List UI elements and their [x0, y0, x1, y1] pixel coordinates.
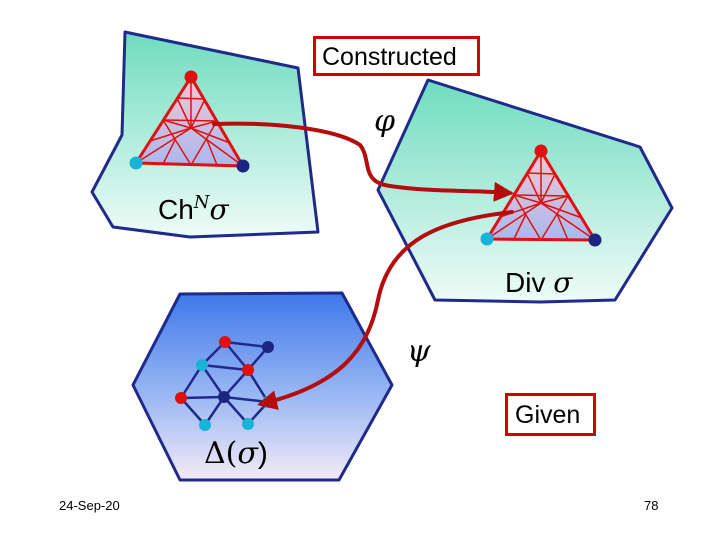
vertex-red [219, 336, 231, 348]
division-prefix: Div [505, 267, 554, 298]
vertex-cyan [196, 359, 208, 371]
chain-complex-label: ChNσ [158, 192, 229, 226]
footer-page-number: 78 [644, 498, 659, 513]
subdivided-simplex-left [129, 70, 250, 173]
psi-map-arrow [257, 210, 514, 410]
vertex-red [175, 392, 187, 404]
division-label: Div σ [505, 266, 572, 299]
chain-prefix: Ch [158, 194, 194, 225]
complex-label: Δ(σ) [204, 436, 268, 471]
psi-label: ψ [407, 334, 431, 369]
constructed-label: Constructed [313, 36, 480, 76]
complex-hexagon-region [131, 291, 394, 482]
delta-open: Δ( [204, 436, 238, 471]
delta-close: ) [257, 437, 268, 470]
phi-map-arrow [212, 121, 514, 202]
vertex-navy [218, 391, 230, 403]
vertex-cyan [129, 156, 143, 170]
chain-superscript: N [193, 192, 210, 213]
chain-sigma: σ [209, 193, 229, 226]
simplicial-complex-graph [175, 336, 274, 431]
footer-date: 24-Sep-20 [59, 498, 120, 513]
vertex-red [242, 364, 254, 376]
vertex-navy [262, 341, 274, 353]
phi-label: φ [374, 104, 396, 139]
given-label: Given [505, 393, 596, 436]
vertex-navy [236, 159, 250, 173]
division-sigma: σ [553, 266, 573, 299]
vertex-red [184, 70, 198, 84]
vertex-cyan [480, 232, 494, 246]
delta-sigma: σ [237, 436, 258, 471]
vertex-navy [588, 233, 602, 247]
vertex-cyan [199, 419, 211, 431]
vertex-cyan [242, 418, 254, 430]
vertex-red [534, 144, 548, 158]
subdivided-simplex-right [480, 144, 602, 247]
